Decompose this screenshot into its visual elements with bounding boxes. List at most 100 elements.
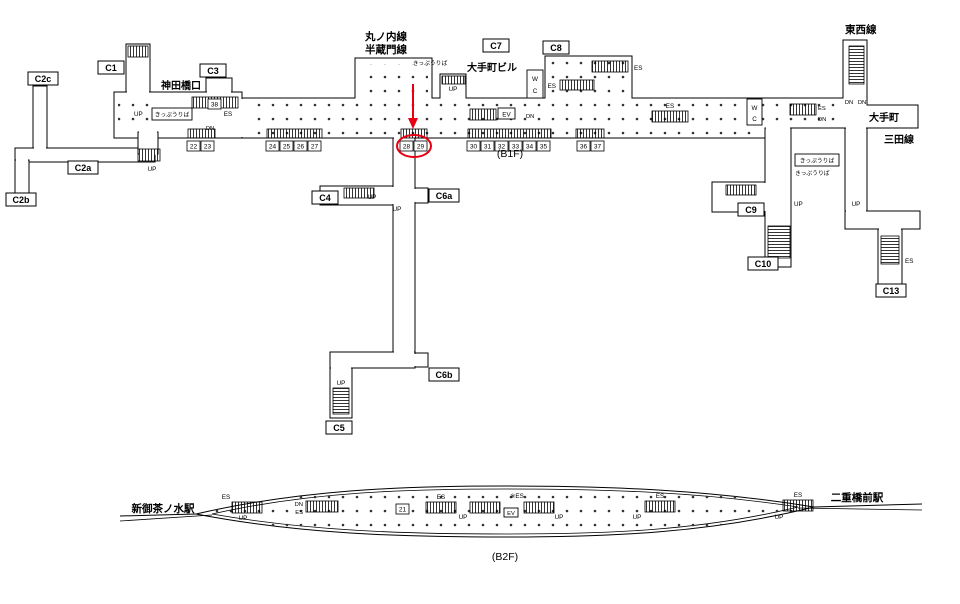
exit-c9: C9 [737, 202, 765, 217]
up-label: UP [134, 111, 143, 118]
up-label: UP [449, 86, 458, 93]
corridor-c2c-stem [32, 85, 48, 151]
b1f-ticket-gates [187, 128, 605, 139]
es-label: ES [224, 111, 232, 118]
dn-label: DN [206, 126, 214, 132]
b2f-platform: ES UP DN ES ES UP ※ES UP ES UP ES UP EV … [119, 485, 923, 563]
gate-number: 38 [211, 102, 219, 109]
ticket-office-label: きっぷうりば [413, 59, 448, 67]
es-label: ES [656, 493, 664, 500]
dn-label: DN [295, 502, 303, 508]
exit-text: C1 [105, 63, 117, 73]
b1f-stairs [127, 45, 900, 415]
corridor-c2b-stem [14, 159, 30, 197]
stairs-icon [591, 60, 629, 73]
es-label: ES [222, 494, 230, 501]
es-note-label: ※ES [510, 493, 524, 500]
gate-number: 37 [594, 144, 602, 151]
highlight-circle [396, 134, 432, 158]
stairs-icon [231, 501, 263, 514]
exit-c6a: C6a [428, 188, 460, 203]
corridor-c5-jog [329, 351, 416, 369]
stairs-icon [332, 387, 350, 415]
ticket-gate-icon [187, 128, 216, 139]
stairs-icon [848, 45, 865, 85]
stairs-icon [789, 103, 817, 116]
corridor-c6b-stub [414, 352, 429, 368]
ticket-office-label: きっぷうりば [795, 169, 830, 177]
elevator-box [503, 507, 519, 518]
gate-number: 33 [512, 144, 520, 151]
corridor-mita-bend [844, 210, 921, 230]
gate-number: 25 [283, 144, 291, 151]
es-label: ES [666, 103, 674, 110]
up-label: UP [337, 380, 346, 387]
gate-number-highlighted: 28 [403, 144, 411, 151]
gate-number: 32 [498, 144, 506, 151]
up-label: UP [555, 514, 564, 521]
gate-number: 21 [399, 507, 407, 514]
platform-tip-lines [119, 503, 923, 522]
gate-number: 35 [540, 144, 548, 151]
exit-c10: C10 [747, 256, 779, 271]
gate-number: 30 [470, 144, 478, 151]
building-label-otemachi: 大手町ビル [467, 61, 517, 74]
ticket-gate-icon [467, 128, 552, 139]
stairs-icon [305, 500, 339, 513]
pillar-dots [118, 98, 152, 130]
exit-c4: C4 [311, 190, 339, 205]
station-label-shin-ochanomizu: 新御茶ノ水駅 [132, 502, 195, 515]
dn-label: DN [818, 117, 826, 123]
gate-number: 36 [580, 144, 588, 151]
exit-c6b: C6b [428, 367, 460, 382]
exit-text: C5 [333, 423, 345, 433]
station-label-otemachi: 大手町 [869, 111, 899, 124]
exit-text: C6a [436, 191, 454, 201]
wc-label-w: W [532, 76, 538, 83]
up-label: UP [775, 514, 784, 521]
exit-labels: C2c C1 C3 C7 C8 C2a C2b C4 C6a C9 C10 C1… [5, 38, 907, 435]
station-label-nijubashimae: 二重橋前駅 [831, 491, 884, 504]
stairs-icon [725, 184, 757, 196]
b2f-stairs [231, 499, 814, 514]
gate-number-highlighted: 29 [417, 144, 425, 151]
up-label: UP [459, 514, 468, 521]
dn-label: DN [526, 114, 534, 120]
dn-label: DN [845, 100, 853, 106]
exit-c13: C13 [875, 283, 907, 298]
pillar-dots [360, 64, 428, 98]
stairs-icon [343, 187, 375, 199]
up-label: UP [239, 515, 248, 522]
exit-text: C10 [755, 259, 772, 269]
corridor-c6a-stub [414, 187, 429, 204]
line-label-mita: 三田線 [884, 133, 914, 146]
es-label: ES [905, 258, 913, 265]
floor-label-b2f: (B2F) [492, 551, 518, 563]
line-label-marunouchi: 丸ノ内線 [364, 30, 407, 43]
elevator-box [497, 107, 516, 120]
gate-number: 23 [204, 144, 212, 151]
ticket-gate-icon [400, 128, 428, 139]
elevator-label: EV [507, 511, 515, 517]
gate-number: 26 [297, 144, 305, 151]
floor-label-b1f: (B1F) [497, 148, 523, 160]
b2f-facility-labels: ES UP DN ES ES UP ※ES UP ES UP ES UP [222, 492, 802, 522]
ticket-office-label: きっぷうりば [155, 111, 190, 119]
stairs-icon [559, 79, 595, 91]
dn-label: DN [858, 100, 866, 106]
stairs-icon [137, 148, 161, 162]
es-label: ES [548, 83, 556, 90]
exit-text: C3 [207, 66, 219, 76]
exit-text: C6b [435, 370, 453, 380]
exit-c8: C8 [542, 40, 570, 55]
es-label: ES [794, 492, 802, 499]
exit-c7: C7 [482, 38, 510, 53]
es-label: ES [634, 65, 642, 72]
ticket-office-box [151, 107, 193, 121]
corridor-center-passage [392, 137, 416, 355]
stairs-icon [469, 501, 501, 514]
exit-c2b: C2b [5, 192, 37, 207]
up-label: UP [393, 206, 402, 213]
wc-label-w: W [752, 105, 758, 112]
